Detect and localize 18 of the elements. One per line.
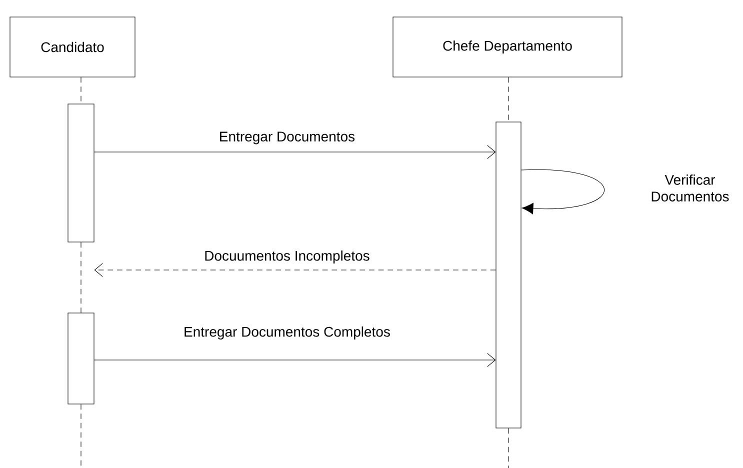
message-arrow bbox=[94, 353, 496, 367]
activation-bar bbox=[68, 104, 94, 242]
lifeline bbox=[508, 428, 509, 468]
edge-label: Verificar Documentos bbox=[652, 174, 729, 202]
participant-box: Candidato bbox=[10, 16, 136, 78]
message-arrow bbox=[94, 145, 496, 159]
participant-box: Chefe Departamento bbox=[392, 16, 622, 78]
activation-bar bbox=[68, 312, 94, 404]
lifeline bbox=[508, 77, 509, 122]
lifeline bbox=[80, 77, 82, 104]
message-arrow bbox=[94, 263, 496, 277]
edge-label: Docuumentos Incompletos bbox=[205, 250, 370, 264]
lifeline bbox=[80, 404, 82, 468]
edge-label: Entregar Documentos bbox=[220, 132, 355, 144]
edge-label: Entregar Documentos Completos bbox=[184, 326, 390, 340]
lifeline bbox=[80, 242, 82, 313]
activation-bar bbox=[496, 122, 522, 428]
self-message-arrow bbox=[521, 170, 605, 214]
